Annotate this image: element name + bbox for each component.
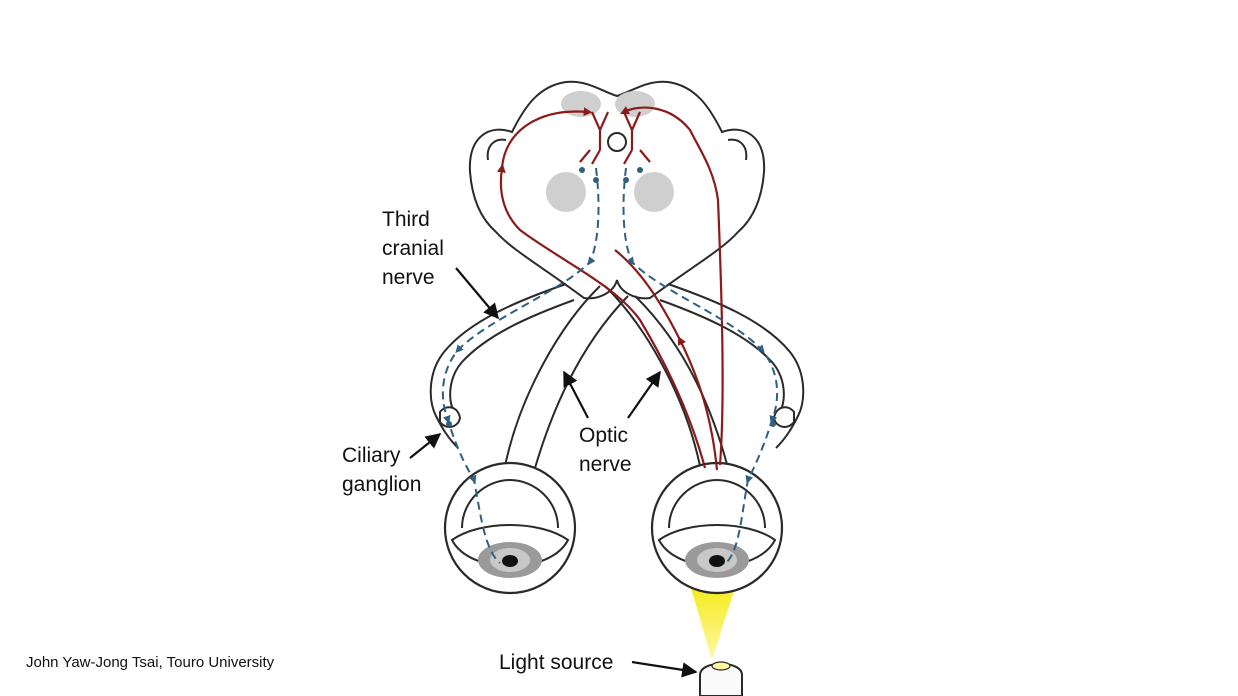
label-arrows bbox=[409, 267, 698, 678]
light-source-label: Light source bbox=[499, 651, 614, 674]
arrow-icon-optic-left bbox=[563, 370, 589, 419]
arrow-icon-light-source bbox=[631, 660, 698, 678]
ciliary-ganglion-label: Ciliary ganglion bbox=[342, 444, 422, 496]
arrow-icon-optic-right bbox=[627, 370, 661, 419]
efferent-pathway bbox=[441, 167, 779, 564]
arrow-icon-ciliary bbox=[409, 433, 442, 459]
light-source-icon bbox=[699, 661, 743, 696]
optic-nerve-label: Optic nerve bbox=[579, 424, 632, 476]
left-eyeball-icon bbox=[443, 461, 577, 595]
right-eyeball-icon bbox=[650, 461, 784, 595]
image-credit: John Yaw-Jong Tsai, Touro University bbox=[26, 654, 275, 671]
efferent-nucleus-dots bbox=[446, 167, 776, 427]
third-cranial-nerve-label: Third cranial nerve bbox=[382, 208, 444, 289]
arrow-icon-third-nerve bbox=[455, 267, 499, 320]
brainstem-nuclei bbox=[546, 91, 674, 212]
ciliary-ganglion-right bbox=[772, 406, 795, 428]
